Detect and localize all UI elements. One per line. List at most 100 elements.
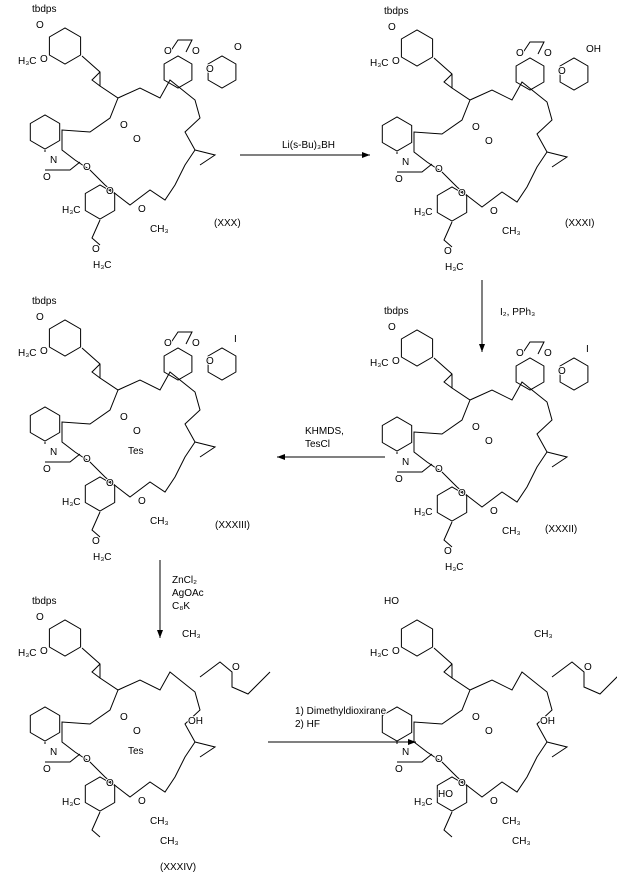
atom-label-top: tbdps [32, 296, 56, 307]
methyl-branch [91, 363, 101, 379]
atom-label-o4: O [435, 164, 443, 175]
acetonide-methyls [169, 39, 193, 53]
spiro-ring [207, 55, 237, 89]
atom-label-o2: O [392, 56, 400, 67]
atom-label-ester: O [120, 120, 128, 131]
atom-label-me2: H₃C [414, 797, 433, 808]
reagent-label: TesCl [305, 439, 330, 450]
methyl-branch [194, 149, 217, 166]
methoxy-bond [91, 219, 101, 246]
atom-label-o2: O [392, 356, 400, 367]
atom-label-me6: CH₃ [512, 836, 531, 847]
atom-label-o1: O [36, 312, 44, 323]
atom-label-co: O [133, 726, 141, 737]
atom-label-me1: H₃C [370, 648, 389, 659]
atom-label-o5: O [490, 796, 498, 807]
reagent-label: I₂, PPh₃ [500, 307, 535, 318]
piperidine-ring [381, 116, 413, 152]
reaction-arrow-5 [268, 739, 416, 745]
atom-label-co: O [133, 134, 141, 145]
atom-label-n: N [402, 747, 409, 758]
atom-label-me5: CH₃ [534, 629, 553, 640]
atom-label-o2: O [40, 54, 48, 65]
piperidine-ring [29, 706, 61, 742]
acetonide-ring [515, 57, 545, 91]
atom-label-me3: CH₃ [502, 226, 521, 237]
spiro-ring [559, 57, 589, 91]
reaction-arrow-4 [157, 560, 163, 638]
atom-label-o3: O [43, 464, 51, 475]
atom-label-ac1: O [516, 348, 524, 359]
methyl-branch [546, 741, 569, 758]
atom-label-oh: OH [540, 716, 555, 727]
atom-label-spiro: O [558, 66, 566, 77]
atom-label-rsub: OH [586, 44, 601, 55]
cyclohexane-ring [48, 319, 82, 357]
arrow-head-icon [157, 630, 163, 638]
methyl-branch [194, 741, 217, 758]
reagent-label: 2) HF [295, 719, 320, 730]
atom-label-pyo: O [106, 778, 114, 789]
atom-label-o5: O [490, 206, 498, 217]
atom-label-ketone: O [584, 662, 592, 673]
atom-label-n: N [50, 747, 57, 758]
methyl-branch [443, 663, 453, 679]
atom-label-me2: H₃C [62, 497, 81, 508]
atom-label-me3: CH₃ [150, 224, 169, 235]
atom-label-me4: H₃C [93, 260, 112, 271]
atom-label-o4: O [83, 454, 91, 465]
compound-label: (XXXIV) [160, 862, 196, 873]
atom-label-n: N [50, 447, 57, 458]
reaction-arrow-2 [479, 280, 485, 352]
atom-label-o6: O [92, 536, 100, 547]
macrocycle-backbone [61, 347, 201, 498]
atom-label-ketone: O [232, 662, 240, 673]
atom-label-me1: H₃C [370, 358, 389, 369]
atom-label-o6: O [92, 244, 100, 255]
reaction-arrow-1 [240, 152, 370, 158]
atom-label-me2: H₃C [414, 207, 433, 218]
methyl-branch [91, 663, 101, 679]
reagent-label: AgOAc [172, 588, 204, 599]
atom-label-rsub: I [234, 334, 237, 345]
acetonide-ring [515, 357, 545, 391]
atom-label-oh: OH [188, 716, 203, 727]
atom-label-me4: H₃C [93, 552, 112, 563]
atom-label-me5: CH₃ [182, 629, 201, 640]
atom-label-co: O [485, 726, 493, 737]
reaction-arrow-3 [277, 454, 385, 460]
atom-label-pyo: O [458, 778, 466, 789]
atom-label-o3: O [43, 764, 51, 775]
atom-label-o1: O [36, 612, 44, 623]
atom-label-spiro: O [206, 356, 214, 367]
macrocycle-backbone [413, 357, 553, 508]
compound-label: (XXXIII) [215, 520, 250, 531]
atom-label-top: tbdps [32, 596, 56, 607]
atom-label-pyo: O [106, 186, 114, 197]
atom-label-me3: CH₃ [502, 526, 521, 537]
atom-label-co: O [485, 436, 493, 447]
atom-label-top: tbdps [32, 4, 56, 15]
methyl-branch [443, 73, 453, 89]
atom-label-pyo: O [458, 188, 466, 199]
atom-label-me1: H₃C [370, 58, 389, 69]
reagent-label: KHMDS, [305, 426, 344, 437]
atom-label-ac1: O [164, 46, 172, 57]
reagent-label: C₈K [172, 601, 190, 612]
methyl-branch [194, 441, 217, 458]
atom-label-o3: O [43, 172, 51, 183]
macrocycle-backbone [61, 55, 201, 206]
atom-label-o2: O [40, 346, 48, 357]
atom-label-o3: O [395, 764, 403, 775]
reagent-label: 1) Dimethyldioxirane [295, 706, 387, 717]
atom-label-o3: O [395, 474, 403, 485]
atom-label-me2: H₃C [62, 205, 81, 216]
macrocycle-backbone [61, 647, 201, 798]
macrocycle-backbone [413, 57, 553, 208]
atom-label-rsub: O [234, 42, 242, 53]
dicarbonyl-bonds [45, 161, 81, 171]
atom-label-tes: Tes [128, 446, 144, 457]
spiro-ring [559, 357, 589, 391]
